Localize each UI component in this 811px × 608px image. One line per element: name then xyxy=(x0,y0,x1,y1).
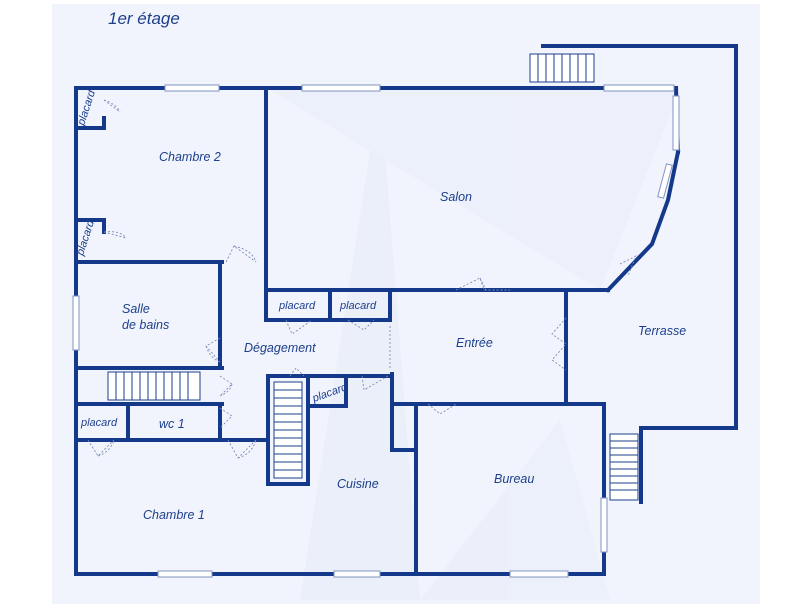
room-label-bureau: Bureau xyxy=(494,472,534,486)
windows xyxy=(72,84,680,578)
light-rays xyxy=(270,88,680,600)
stairs-central xyxy=(273,381,303,479)
stairs-terrasse-top xyxy=(529,53,595,83)
room-label-wc-1: wc 1 xyxy=(159,417,185,431)
room-label-degagement: Dégagement xyxy=(244,341,316,355)
room-label-salle-de-bains-line1: Salle xyxy=(122,302,150,316)
stairs-terrasse-bottom xyxy=(609,433,639,501)
stairs-bathroom xyxy=(107,371,201,401)
room-label-chambre-1: Chambre 1 xyxy=(143,508,205,522)
closet-label-degagement-2: placard xyxy=(339,300,377,312)
closet-label-wc: placard xyxy=(80,417,118,429)
room-label-salle-de-bains-line2: de bains xyxy=(122,318,169,332)
walls xyxy=(74,44,738,576)
room-label-entree: Entrée xyxy=(456,336,493,350)
floor-title: 1er étage xyxy=(108,9,180,28)
doors xyxy=(87,99,637,459)
closet-label-degagement-1: placard xyxy=(278,300,316,312)
room-label-chambre-2: Chambre 2 xyxy=(159,150,221,164)
room-label-terrasse: Terrasse xyxy=(638,324,686,338)
room-label-salon: Salon xyxy=(440,190,472,204)
room-label-cuisine: Cuisine xyxy=(337,477,379,491)
